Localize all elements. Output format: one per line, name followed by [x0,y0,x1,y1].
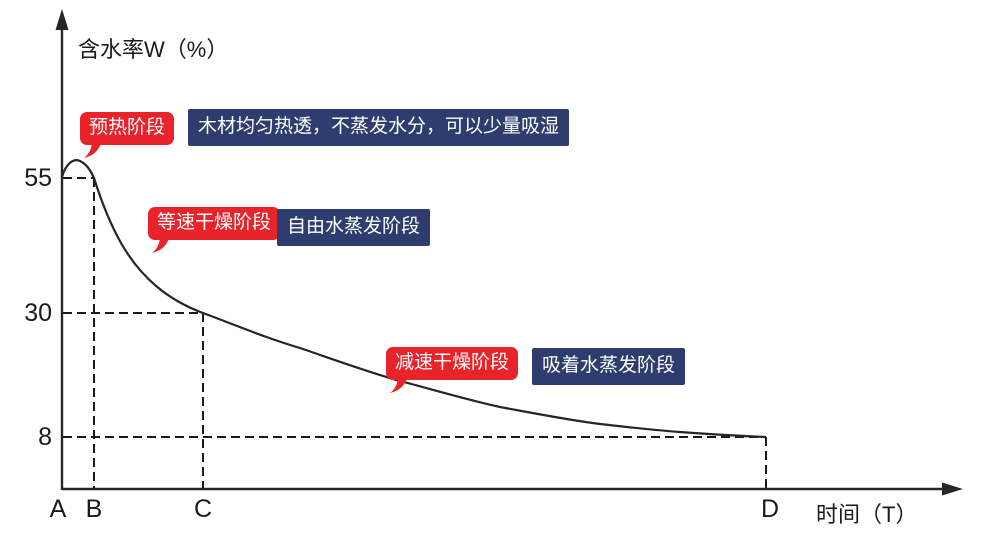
x-point-c: C [193,495,213,523]
y-tick-55: 55 [24,164,52,192]
stage-note-falling-rate: 吸着水蒸发阶段 [532,348,686,385]
stage-callout-constant-rate: 等速干燥阶段 [148,207,281,253]
y-axis-title: 含水率W（%） [78,37,229,62]
moisture-curve [60,159,767,439]
y-tick-30: 30 [24,299,52,327]
callout-tail-icon [84,139,102,158]
y-tick-8: 8 [38,423,52,451]
y-axis-arrow-icon [55,9,69,30]
x-point-a: A [49,495,67,523]
callout-tail-icon [390,374,408,393]
stage-note-constant-rate: 自由水蒸发阶段 [277,209,431,246]
stage-callout-label: 预热阶段 [89,117,166,138]
x-point-d: D [760,495,780,523]
stage-callout-falling-rate: 减速干燥阶段 [386,347,519,393]
stage-callout-preheating: 预热阶段 [80,112,175,158]
stage-note-preheating: 木材均匀热透，不蒸发水分，可以少量吸湿 [188,109,570,146]
x-axis-arrow-icon [942,482,963,496]
x-point-b: B [85,495,103,523]
x-axis-title: 时间（T） [816,502,918,527]
callout-tail-icon [152,234,170,253]
stage-callout-label: 减速干燥阶段 [395,352,510,373]
stage-callout-label: 等速干燥阶段 [157,212,272,233]
